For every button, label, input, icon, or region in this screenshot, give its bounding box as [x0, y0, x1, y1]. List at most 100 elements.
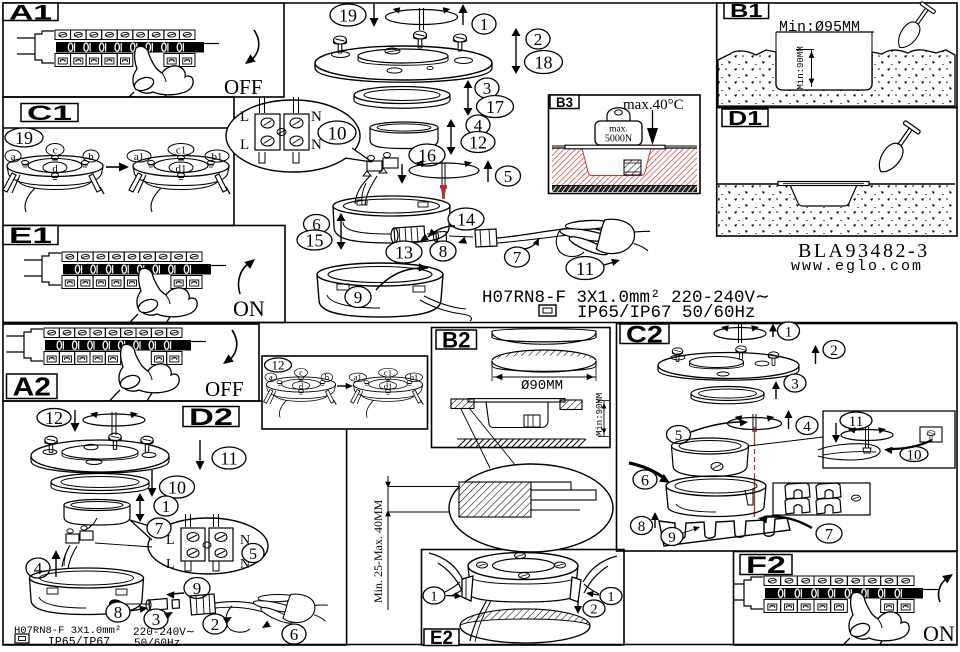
svg-text:D2: D2: [189, 404, 233, 431]
svg-text:19: 19: [15, 128, 33, 148]
svg-text:18: 18: [535, 52, 553, 72]
svg-text:1: 1: [608, 590, 615, 605]
svg-text:7: 7: [513, 248, 522, 267]
svg-text:Min. 25-Max. 40MM: Min. 25-Max. 40MM: [371, 499, 385, 603]
svg-text:8: 8: [638, 519, 646, 535]
svg-text:c1: c1: [176, 145, 186, 157]
svg-text:B1: B1: [730, 1, 763, 21]
svg-text:220-240V∼: 220-240V∼: [133, 627, 195, 639]
svg-text:11: 11: [220, 448, 237, 468]
svg-text:11: 11: [849, 414, 863, 430]
svg-text:1: 1: [785, 324, 793, 340]
svg-text:L: L: [166, 557, 175, 572]
svg-text:a1: a1: [354, 372, 362, 382]
svg-text:A2: A2: [13, 372, 52, 402]
svg-text:4: 4: [803, 419, 811, 435]
svg-text:50/60Hz: 50/60Hz: [134, 638, 180, 647]
svg-text:max.40°C: max.40°C: [623, 97, 684, 113]
svg-text:5000N: 5000N: [605, 134, 632, 145]
svg-text:www.eglo.com: www.eglo.com: [791, 258, 923, 275]
svg-text:OFF: OFF: [205, 377, 244, 401]
svg-text:d: d: [52, 163, 58, 175]
svg-text:max.: max.: [609, 125, 628, 135]
svg-text:d1: d1: [384, 381, 393, 391]
svg-text:d1: d1: [176, 163, 187, 175]
svg-text:c: c: [53, 145, 58, 157]
svg-text:C2: C2: [626, 321, 663, 348]
svg-text:9: 9: [193, 579, 202, 598]
svg-text:c1: c1: [384, 368, 392, 378]
svg-text:BLA93482-3: BLA93482-3: [798, 240, 930, 262]
svg-text:12: 12: [272, 358, 285, 373]
svg-text:7: 7: [825, 526, 833, 543]
svg-text:6: 6: [312, 215, 321, 234]
svg-text:10: 10: [328, 123, 347, 144]
svg-text:L: L: [166, 533, 175, 548]
svg-text:H07RN8-F 3X1.0mm²: H07RN8-F 3X1.0mm²: [14, 625, 121, 637]
svg-text:2: 2: [830, 343, 838, 359]
svg-text:8: 8: [439, 242, 448, 261]
svg-text:L: L: [240, 137, 249, 153]
svg-text:IP65/IP67: IP65/IP67: [48, 636, 110, 647]
svg-text:Min:Ø95MM: Min:Ø95MM: [779, 19, 860, 36]
svg-text:4: 4: [34, 559, 43, 578]
svg-text:IP65/IP67 50/60Hz: IP65/IP67 50/60Hz: [577, 303, 756, 323]
svg-text:3: 3: [152, 610, 161, 629]
svg-text:N: N: [311, 109, 322, 125]
svg-text:N: N: [240, 557, 250, 572]
svg-text:17: 17: [486, 97, 504, 117]
svg-text:A1: A1: [9, 1, 52, 24]
svg-text:2: 2: [591, 603, 598, 618]
svg-text:9: 9: [668, 530, 676, 546]
svg-text:b1: b1: [212, 151, 223, 163]
svg-text:1: 1: [480, 15, 489, 34]
svg-text:3: 3: [791, 376, 799, 392]
svg-text:C1: C1: [27, 102, 73, 125]
svg-text:12: 12: [469, 132, 487, 152]
svg-text:15: 15: [306, 230, 324, 250]
svg-text:19: 19: [339, 5, 357, 25]
svg-text:N: N: [240, 533, 250, 548]
svg-text:5: 5: [675, 428, 683, 444]
svg-text:b: b: [325, 372, 329, 382]
svg-text:L: L: [240, 109, 249, 125]
svg-text:F2: F2: [746, 552, 786, 579]
svg-text:6: 6: [641, 472, 649, 489]
svg-text:3: 3: [483, 79, 492, 98]
svg-text:9: 9: [354, 288, 363, 307]
svg-text:E2: E2: [430, 628, 453, 647]
svg-text:D1: D1: [728, 108, 762, 130]
svg-text:b1: b1: [410, 372, 419, 382]
svg-text:7: 7: [155, 519, 164, 538]
svg-text:b: b: [88, 151, 94, 163]
svg-text:13: 13: [395, 242, 413, 262]
svg-text:d: d: [299, 381, 304, 391]
svg-text:5: 5: [504, 167, 513, 186]
svg-text:8: 8: [114, 603, 123, 622]
svg-text:6: 6: [290, 625, 299, 644]
svg-text:Min:90MM: Min:90MM: [595, 393, 605, 436]
svg-text:B2: B2: [442, 327, 471, 352]
svg-text:11: 11: [576, 259, 594, 280]
svg-text:10: 10: [168, 477, 186, 497]
svg-text:5: 5: [249, 546, 257, 563]
svg-text:1: 1: [162, 497, 171, 516]
svg-text:OFF: OFF: [224, 75, 263, 99]
svg-text:Min:90MM: Min:90MM: [796, 46, 806, 89]
svg-text:16: 16: [418, 145, 436, 165]
svg-text:ON: ON: [923, 621, 955, 646]
svg-text:12: 12: [45, 408, 63, 428]
svg-text:a: a: [269, 372, 273, 382]
svg-text:N: N: [311, 137, 322, 153]
svg-text:2: 2: [211, 615, 220, 634]
svg-text:H07RN8-F 3X1.0mm² 220-240V∼: H07RN8-F 3X1.0mm² 220-240V∼: [482, 288, 770, 308]
svg-text:4: 4: [474, 116, 483, 135]
svg-text:a1: a1: [134, 151, 144, 163]
svg-text:B3: B3: [556, 94, 573, 110]
svg-text:E1: E1: [9, 223, 52, 248]
svg-text:1: 1: [431, 590, 438, 605]
svg-text:a: a: [11, 151, 16, 163]
svg-text:14: 14: [457, 209, 475, 229]
svg-text:ON: ON: [233, 296, 265, 321]
svg-text:Ø90MM: Ø90MM: [521, 378, 563, 394]
